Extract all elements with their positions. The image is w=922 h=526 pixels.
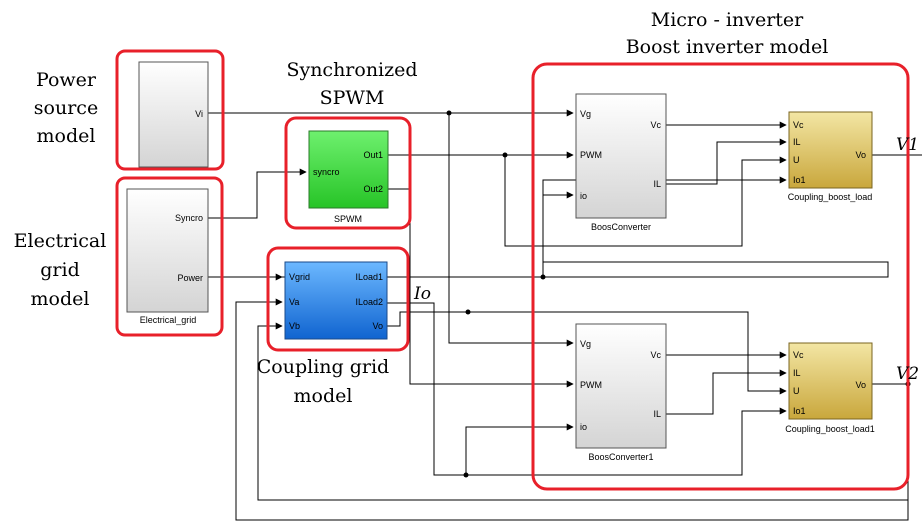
coupling-boost-load1-block[interactable]: Vc IL U Io1 Vo Coupling_boost_load1	[785, 342, 875, 434]
power-source-annotation-2: source	[34, 97, 98, 119]
wire-power-to-io	[282, 191, 889, 278]
annotation-texts: Power source model Synchronized SPWM Ele…	[14, 9, 829, 407]
coupling-grid-vgrid-port: Vgrid	[289, 272, 310, 282]
v1-signal-label: V1	[896, 135, 919, 155]
io-signal-label: Io	[413, 284, 431, 304]
wire-vi-to-boost2-vg	[448, 113, 574, 347]
power-source-vi-port: Vi	[195, 109, 203, 119]
boost2-il-port: IL	[653, 409, 661, 419]
micro-inverter-highlight	[531, 62, 910, 491]
electrical-grid-highlight	[115, 176, 224, 337]
wire-io-to-boost2-io	[465, 423, 574, 475]
electrical-grid-power-port: Power	[177, 273, 203, 283]
boost1-il-port: IL	[653, 179, 661, 189]
coupling-grid-annotation-2: model	[294, 385, 353, 407]
coupling-grid-block[interactable]: Vgrid Va Vb ILoad1 ILoad2 Vo	[284, 261, 388, 340]
junction-dot	[446, 110, 452, 116]
junction-dot	[465, 309, 471, 315]
spwm-syncro-port: syncro	[313, 167, 340, 177]
power-source-block[interactable]: Vi	[138, 61, 209, 168]
load2-vo-port: Vo	[855, 380, 866, 390]
spwm-annotation-1: Synchronized	[286, 59, 417, 81]
coupling-grid-iload1-port: ILoad1	[355, 272, 383, 282]
load1-block-name: Coupling_boost_load	[788, 192, 873, 202]
boost1-pwm-port: PWM	[580, 150, 602, 160]
electrical-grid-annotation-3: model	[31, 288, 90, 310]
spwm-out1-port: Out1	[363, 150, 383, 160]
v2-signal-label: V2	[896, 364, 919, 384]
electrical-grid-annotation-1: Electrical	[14, 230, 107, 252]
spwm-highlight	[284, 116, 412, 230]
coupling-boost-load-block[interactable]: Vc IL U Io1 Vo Coupling_boost_load	[788, 111, 873, 202]
boost2-io-port: io	[580, 422, 587, 432]
electrical-grid-annotation-2: grid	[40, 259, 79, 281]
micro-inverter-annotation-2: Boost inverter model	[626, 36, 829, 58]
spwm-out2-port: Out2	[363, 184, 383, 194]
micro-inverter-annotation-1: Micro - inverter	[651, 9, 804, 31]
coupling-grid-annotation-1: Coupling grid	[257, 356, 389, 378]
boost2-vc-port: Vc	[650, 350, 661, 360]
boost1-block-name: BoosConverter	[591, 222, 651, 232]
load2-block-name: Coupling_boost_load1	[785, 424, 875, 434]
coupling-grid-vb-port: Vb	[289, 321, 300, 331]
load2-io1-port: Io1	[793, 406, 806, 416]
signal-labels: Io V1 V2	[413, 135, 919, 384]
boost1-vc-port: Vc	[650, 120, 661, 130]
wire-il1	[666, 138, 787, 185]
wire-iload1-to-io1	[542, 176, 787, 277]
coupling-grid-vo-port: Vo	[372, 321, 383, 331]
spwm-block-name: SPWM	[334, 214, 362, 224]
electrical-grid-syncro-port: Syncro	[175, 213, 203, 223]
junction-dot	[502, 152, 508, 158]
load2-u-port: U	[793, 386, 800, 396]
boost2-pwm-port: PWM	[580, 380, 602, 390]
spwm-block[interactable]: syncro Out1 Out2 SPWM	[308, 130, 389, 224]
power-source-annotation-3: model	[37, 125, 96, 147]
spwm-annotation-2: SPWM	[320, 87, 385, 109]
wire-il2	[666, 369, 787, 415]
load1-il-port: IL	[793, 137, 801, 147]
coupling-grid-va-port: Va	[289, 297, 299, 307]
boost1-vg-port: Vg	[580, 109, 591, 119]
boost-converter-block[interactable]: Vg PWM io Vc IL BoosConverter	[575, 93, 667, 232]
load1-io1-port: Io1	[793, 175, 806, 185]
junction-dot	[540, 274, 546, 280]
wire-out2-to-pwm2	[388, 188, 574, 388]
power-source-annotation-1: Power	[36, 69, 97, 91]
load1-vo-port: Vo	[855, 150, 866, 160]
load1-vc-port: Vc	[793, 120, 804, 130]
boost1-io-port: io	[580, 191, 587, 201]
power-source-highlight	[115, 49, 225, 171]
load1-u-port: U	[793, 155, 800, 165]
boost2-vg-port: Vg	[580, 339, 591, 349]
highlight-boxes	[115, 49, 910, 491]
coupling-grid-highlight	[266, 246, 410, 352]
wire-v2	[235, 298, 909, 521]
boost-converter1-block[interactable]: Vg PWM io Vc IL BoosConverter1	[575, 323, 667, 462]
load2-il-port: IL	[793, 368, 801, 378]
wire-out1-to-load1-u	[504, 155, 787, 247]
electrical-grid-block[interactable]: Syncro Power Electrical_grid	[126, 188, 209, 325]
boost2-block-name: BoosConverter1	[588, 452, 653, 462]
wire-iload2	[387, 302, 787, 476]
coupling-grid-iload2-port: ILoad2	[355, 297, 383, 307]
wire-syncro	[208, 168, 307, 219]
electrical-grid-block-name: Electrical_grid	[140, 315, 197, 325]
load2-vc-port: Vc	[793, 350, 804, 360]
junction-dot	[463, 472, 469, 478]
